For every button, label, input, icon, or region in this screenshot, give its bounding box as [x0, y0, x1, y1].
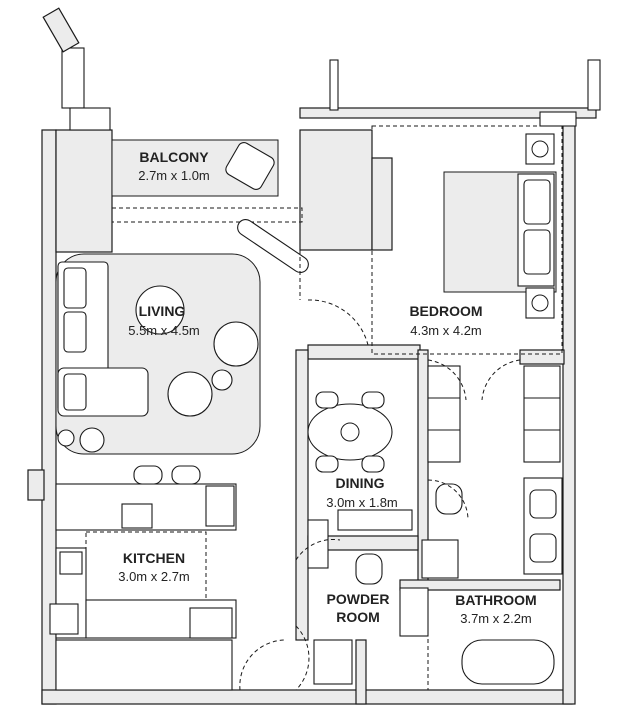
wardrobe-left: [427, 365, 461, 463]
label-kitchen: KITCHEN 3.0m x 2.7m: [118, 550, 190, 584]
kitchen-island: [55, 483, 237, 531]
kitchen-name: KITCHEN: [123, 550, 185, 566]
bathroom-dims: 3.7m x 2.2m: [460, 611, 532, 626]
sliding-door-track: [111, 207, 303, 223]
label-dining: DINING 3.0m x 1.8m: [326, 475, 398, 510]
nightstands: [525, 133, 555, 319]
kitchen-counter: [49, 547, 237, 691]
exterior-column-left: [42, 7, 111, 131]
doors: [239, 250, 521, 691]
bedroom-name: BEDROOM: [409, 303, 482, 319]
powder-name-line1: POWDER: [327, 591, 390, 607]
bench: [237, 218, 309, 274]
wardrobe-right: [523, 365, 561, 463]
dining-table: [307, 391, 393, 473]
label-powder-room: POWDER ROOM: [327, 591, 390, 625]
bathroom-fixtures: [421, 477, 563, 685]
bedroom-outline: [371, 125, 563, 355]
sofa: [57, 261, 149, 417]
floor-lamp: [57, 429, 75, 447]
lounge-chairs: [167, 321, 259, 417]
label-bathroom: BATHROOM 3.7m x 2.2m: [455, 592, 536, 626]
sideboard: [337, 509, 413, 531]
balcony-dims: 2.7m x 1.0m: [138, 168, 210, 183]
dining-name: DINING: [336, 475, 385, 491]
label-bedroom: BEDROOM 4.3m x 4.2m: [409, 303, 482, 338]
laundry: [307, 519, 329, 569]
bathroom-name: BATHROOM: [455, 592, 536, 608]
coffee-table: [135, 285, 185, 335]
kitchen-dims: 3.0m x 2.7m: [118, 569, 190, 584]
bed: [443, 171, 557, 293]
living-dims: 5.5m x 4.5m: [128, 323, 200, 338]
bathtub: [461, 639, 555, 685]
side-table: [79, 427, 105, 453]
label-balcony: BALCONY 2.7m x 1.0m: [138, 149, 210, 183]
bedroom-dims: 4.3m x 4.2m: [410, 323, 482, 338]
exterior-column-right: [329, 59, 601, 127]
bar-stools: [133, 465, 201, 485]
balcony-chair: [225, 142, 275, 190]
powder-name-line2: ROOM: [336, 609, 380, 625]
living-name: LIVING: [139, 303, 186, 319]
powder-fixtures: [313, 553, 429, 685]
label-living: LIVING 5.5m x 4.5m: [128, 303, 200, 338]
dining-dims: 3.0m x 1.8m: [326, 495, 398, 510]
balcony-name: BALCONY: [139, 149, 209, 165]
kitchen-work-zone: [85, 531, 207, 601]
